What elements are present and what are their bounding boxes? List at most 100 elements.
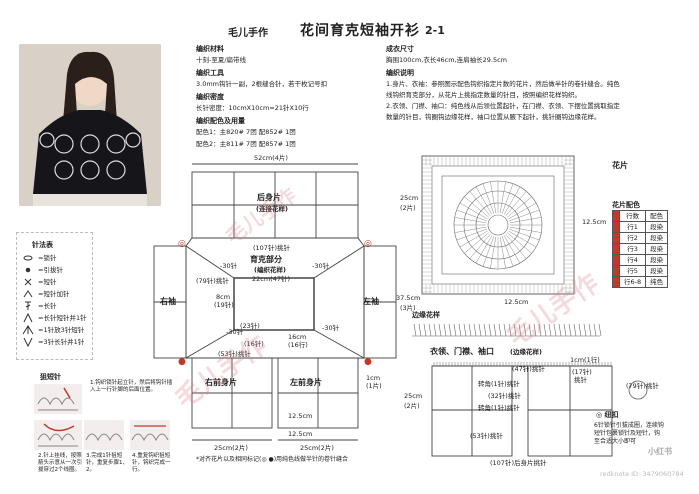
label-yoke: 育克部分 xyxy=(250,255,282,264)
brand-label: 毛儿手作 xyxy=(228,28,268,39)
label-sleeve-left: 左袖 xyxy=(363,297,379,306)
edge-heading: 边缘花样 xyxy=(412,311,440,319)
dim-1row: (1片) xyxy=(366,382,382,390)
dec-30-3: -30针 xyxy=(226,328,244,336)
color1-line: 配色1：主820# 7团 配852# 1团 xyxy=(196,128,296,136)
label-front-left: 左前身片 xyxy=(290,378,322,387)
label-sleeve-right: 右袖 xyxy=(160,297,176,306)
legend-item: =长针 xyxy=(38,302,57,310)
button-desc-2: 短针包裹锁针及短针，钩 xyxy=(594,430,661,437)
yoke-stitches: (107针)挑针 xyxy=(253,244,290,252)
table-cell: 行1 xyxy=(618,221,647,233)
instr-2a: 2.衣领、门襟、袖口：纯色线从后领位置起针，在门襟、衣领、下摆位置挑取指定 xyxy=(386,102,620,110)
detail-heading: 狙短针 xyxy=(40,373,61,381)
dim-back-h2: (2片) xyxy=(400,204,416,212)
collar-17b: 挑针 xyxy=(574,376,587,384)
dim-16-stitches: (16针) xyxy=(244,340,264,348)
instr-1a: 1.身片、衣袖：参照图示配色钩织指定片数的花片，然后做半针的卷针缝合。纯色 xyxy=(386,80,620,88)
dim-16rows: (16行) xyxy=(288,341,308,349)
legend-item: =引拔针 xyxy=(38,266,63,274)
table-cell: 段染 xyxy=(645,254,669,266)
collar-h: 25cm xyxy=(404,392,423,400)
garment-schematic: ◎◎ ●● xyxy=(153,163,397,441)
dim-16cm: 16cm xyxy=(288,333,307,341)
sleeve-pickup: (79针)挑针 xyxy=(196,277,229,285)
table-cell: 纯色 xyxy=(645,276,669,288)
legend-item: =3针长针并1针 xyxy=(38,338,85,346)
dim-125b: 12.5cm xyxy=(288,430,313,438)
dim-back-h: 25cm xyxy=(400,194,419,202)
collar-17: (17针) xyxy=(572,368,592,376)
label-back: 后身片 xyxy=(257,193,281,202)
collar-schematic xyxy=(431,362,613,457)
tools-line: 3.0mm钩针一副，2根缝合针，若干枚记号扣 xyxy=(196,80,328,88)
detail-step-2: 2.针上挂线，按照箭头示意从一次引拔穿过2个线圈。 xyxy=(38,453,83,473)
legend-heading: 针法表 xyxy=(32,241,53,249)
collar-1cm: 1cm(1行) xyxy=(570,356,600,364)
model-photo xyxy=(19,44,161,206)
collar-sub: (边缘花样) xyxy=(510,348,542,356)
footer-tag: 小红书 xyxy=(648,447,672,456)
detail-step-4: 4.重复钩织狙短针，钩织完成一行。 xyxy=(132,453,171,473)
svg-text:●: ● xyxy=(178,357,186,367)
button-desc-1: 6针锁针引拔成圈，连续钩 xyxy=(594,422,664,429)
table-cell: 行5 xyxy=(618,265,647,277)
table-cell: 段染 xyxy=(645,221,669,233)
instructions-heading: 编织说明 xyxy=(386,69,414,77)
collar-pickup: (47针)挑针 xyxy=(512,365,545,373)
legend-item: =长针短针并1针 xyxy=(38,314,87,322)
table-cell: 行4 xyxy=(618,254,647,266)
table-cell: 行3 xyxy=(618,243,647,255)
motif-color-heading: 花片配色 xyxy=(612,201,640,209)
dim-19: (19针) xyxy=(214,301,234,309)
table-cell: 配色 xyxy=(645,210,669,222)
legend-item: =1针放3针短针 xyxy=(38,326,85,334)
dim-front-right: 25cm(2片) xyxy=(214,444,248,452)
motif-chart xyxy=(421,155,575,295)
stitch-illustration-4 xyxy=(130,420,170,450)
dec-30-1: -30针 xyxy=(220,262,238,270)
size-heading: 成衣尺寸 xyxy=(386,45,414,53)
materials-heading: 编织材料 xyxy=(196,45,224,53)
motif-heading: 花片 xyxy=(612,161,628,170)
button-desc-3: 至合适大小即可 xyxy=(594,438,637,445)
collar-turn: 转角(1针)挑针 xyxy=(478,380,520,388)
dim-front-left: 25cm(2片) xyxy=(300,444,334,452)
legend-symbols xyxy=(22,255,34,348)
label-front-right: 右前身片 xyxy=(205,378,237,387)
legend-item: =短针 xyxy=(38,278,57,286)
instr-2b: 数量的针目，钩圈钩边缘花样，袖口位置从腋下起针，挑针圈钩边缘花样。 xyxy=(386,113,601,121)
edge-pattern-strip xyxy=(412,323,602,337)
size-line: 胸围100cm,衣长46cm,连肩袖长29.5cm xyxy=(386,56,507,64)
collar-53: (53针)挑针 xyxy=(470,432,503,440)
dec-30-4: -30针 xyxy=(322,324,340,332)
table-cell: 段染 xyxy=(645,265,669,277)
page-number: 2-1 xyxy=(425,24,445,37)
collar-79: (79针)挑针 xyxy=(626,382,659,390)
instr-1b: 线钩织育克部分，从花片上挑指定数量的针目，按照编织花样钩织。 xyxy=(386,91,581,99)
detail-step-1: 1.钩织锁针起立针，然后将钩针插入上一行针脚的后面位置。 xyxy=(90,380,173,393)
page-title: 花间育克短袖开衫 xyxy=(300,23,420,39)
dec-30-2: -30针 xyxy=(312,262,330,270)
table-cell: 行2 xyxy=(618,232,647,244)
legend-item: =锁针 xyxy=(38,254,57,262)
legend-item: =短针加针 xyxy=(38,290,70,298)
table-cell: 段染 xyxy=(645,243,669,255)
motif-width: 12.5cm xyxy=(504,298,529,306)
svg-text:◎: ◎ xyxy=(178,239,186,249)
front-pickup: (53针)挑针 xyxy=(218,350,251,358)
label-yoke-sub: (编织花样) xyxy=(254,266,286,274)
dim-125a: 12.5cm xyxy=(288,412,313,420)
svg-text:◎: ◎ xyxy=(364,239,372,249)
collar-heading: 衣领、门襟、袖口 xyxy=(430,347,494,356)
assembly-note: *对齐花片以及相同标记(◎ ●)用纯色线做半针的卷针缝合 xyxy=(196,456,349,463)
table-cell: 行数 xyxy=(618,210,647,222)
collar-32: (32针)挑针 xyxy=(488,392,521,400)
